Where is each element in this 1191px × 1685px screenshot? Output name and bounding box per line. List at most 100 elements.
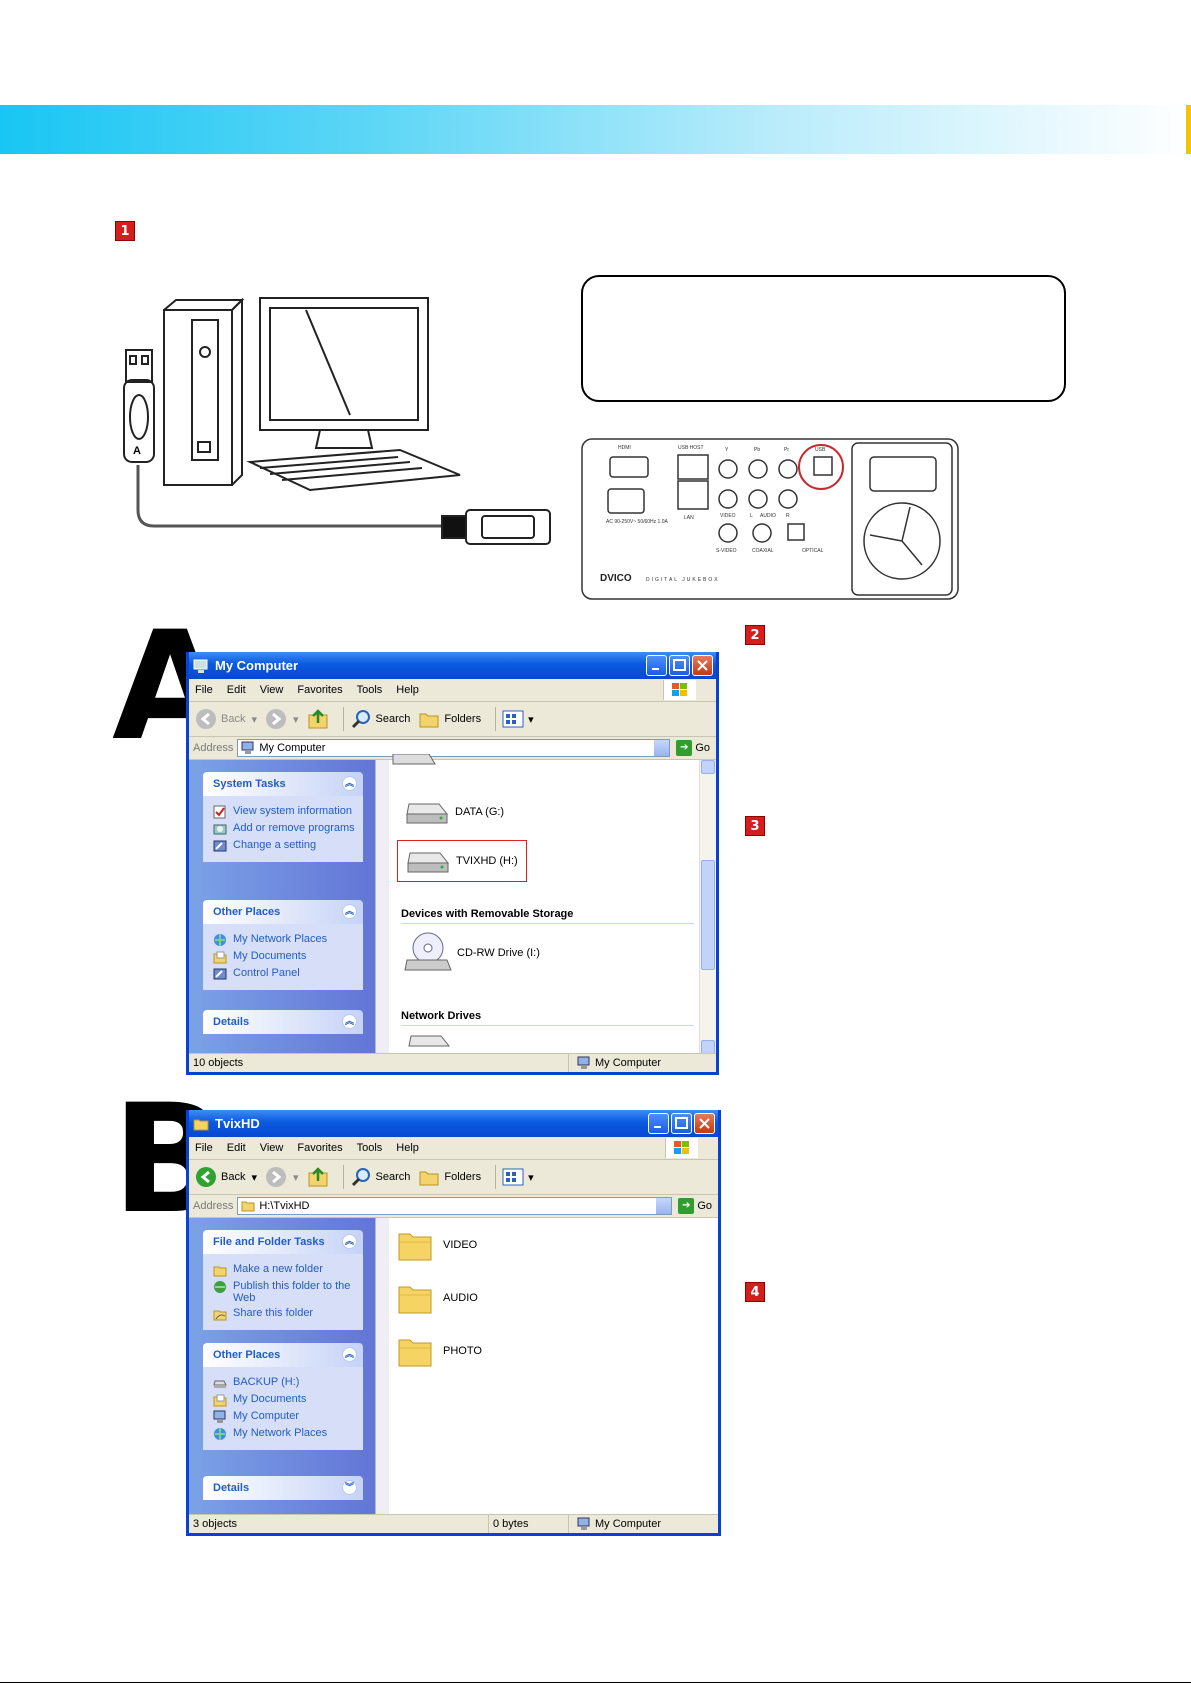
- menu-favorites[interactable]: Favorites: [297, 1142, 343, 1154]
- collapse-chevron-icon[interactable]: ︽: [342, 776, 357, 791]
- my-computer-icon: [213, 1410, 226, 1423]
- hard-drive-icon: [392, 754, 436, 765]
- maximize-button[interactable]: [671, 1113, 692, 1134]
- folder-video[interactable]: VIDEO: [397, 1228, 477, 1262]
- other-places-panel: Other Places ︽ My Network Places My Docu…: [203, 900, 363, 990]
- menu-edit[interactable]: Edit: [226, 684, 246, 696]
- close-button[interactable]: [692, 655, 713, 676]
- folders-button[interactable]: Folders: [418, 1166, 481, 1188]
- minimize-button[interactable]: [648, 1113, 669, 1134]
- up-folder-button[interactable]: [307, 1166, 329, 1188]
- drive-tvixhd-h[interactable]: TVIXHD (H:): [397, 840, 527, 882]
- menu-help[interactable]: Help: [396, 684, 419, 696]
- menu-view[interactable]: View: [259, 684, 284, 696]
- drive-data-g[interactable]: DATA (G:): [401, 796, 504, 828]
- vertical-scrollbar[interactable]: [699, 760, 716, 1054]
- add-remove-programs-link[interactable]: Add or remove programs: [213, 822, 363, 836]
- make-new-folder-link[interactable]: Make a new folder: [213, 1263, 363, 1277]
- file-folder-tasks-header[interactable]: File and Folder Tasks ︽: [203, 1230, 363, 1254]
- views-icon: [502, 710, 524, 728]
- pb-label: Pb: [754, 447, 760, 453]
- scroll-thumb[interactable]: [701, 860, 715, 970]
- status-bar: 3 objects 0 bytes My Computer: [189, 1514, 718, 1533]
- other-places-header[interactable]: Other Places ︽: [203, 1343, 363, 1367]
- menu-view[interactable]: View: [259, 1142, 284, 1154]
- menu-file[interactable]: File: [195, 684, 213, 696]
- address-dropdown-icon[interactable]: [656, 1198, 672, 1214]
- share-folder-link[interactable]: Share this folder: [213, 1307, 363, 1321]
- control-panel-link[interactable]: Control Panel: [213, 967, 363, 981]
- search-icon: [351, 710, 370, 729]
- task-pane-scrollbar[interactable]: [375, 760, 390, 1054]
- address-field[interactable]: H:\TvixHD: [237, 1197, 673, 1215]
- views-button[interactable]: ▾: [502, 709, 534, 729]
- collapse-chevron-icon[interactable]: ︽: [342, 904, 357, 919]
- my-documents-icon: [213, 1394, 227, 1407]
- go-button[interactable]: ➔ Go: [676, 740, 710, 756]
- my-computer-link[interactable]: My Computer: [213, 1410, 363, 1424]
- share-folder-icon: [213, 1310, 227, 1321]
- up-folder-icon: [308, 1167, 328, 1187]
- menu-help[interactable]: Help: [396, 1142, 419, 1154]
- forward-arrow-icon: [266, 1167, 286, 1187]
- back-button[interactable]: Back ▾: [195, 1166, 257, 1188]
- other-places-header[interactable]: Other Places ︽: [203, 900, 363, 924]
- close-button[interactable]: [694, 1113, 715, 1134]
- views-button[interactable]: ▾: [502, 1167, 534, 1187]
- menu-tools[interactable]: Tools: [356, 684, 383, 696]
- video-label: VIDEO: [720, 513, 736, 519]
- back-button[interactable]: Back ▾: [195, 708, 257, 730]
- forward-button[interactable]: ▾: [265, 1166, 299, 1188]
- expand-chevron-icon[interactable]: ︾: [342, 1480, 357, 1495]
- my-documents-link[interactable]: My Documents: [213, 950, 363, 964]
- title-bar[interactable]: My Computer: [189, 652, 716, 679]
- menu-edit[interactable]: Edit: [226, 1142, 246, 1154]
- header-banner: [0, 105, 1191, 154]
- my-network-places-link[interactable]: My Network Places: [213, 933, 363, 947]
- control-panel-icon: [213, 968, 227, 980]
- title-bar[interactable]: TvixHD: [189, 1110, 718, 1137]
- network-drive-partial[interactable]: [403, 1030, 453, 1048]
- search-button[interactable]: Search: [350, 708, 410, 730]
- toolbar-separator: [342, 707, 344, 731]
- windows-logo-icon: [663, 680, 696, 700]
- minimize-button[interactable]: [646, 655, 667, 676]
- drive-partially-visible[interactable]: [389, 754, 437, 770]
- backup-drive-link[interactable]: BACKUP (H:): [213, 1376, 363, 1390]
- scroll-up-arrow[interactable]: [701, 760, 715, 774]
- menu-favorites[interactable]: Favorites: [297, 684, 343, 696]
- up-folder-button[interactable]: [307, 708, 329, 730]
- collapse-chevron-icon[interactable]: ︽: [342, 1014, 357, 1029]
- my-documents-link[interactable]: My Documents: [213, 1393, 363, 1407]
- search-icon: [351, 1168, 370, 1187]
- view-system-info-link[interactable]: View system information: [213, 805, 363, 819]
- details-header[interactable]: Details ︽: [203, 1010, 363, 1034]
- folders-button[interactable]: Folders: [418, 708, 481, 730]
- menu-bar: File Edit View Favorites Tools Help: [189, 679, 716, 702]
- publish-folder-link[interactable]: Publish this folder to the Web: [213, 1280, 363, 1304]
- folder-photo[interactable]: PHOTO: [397, 1334, 482, 1368]
- system-tasks-header[interactable]: System Tasks ︽: [203, 772, 363, 796]
- details-header[interactable]: Details ︾: [203, 1476, 363, 1500]
- search-button[interactable]: Search: [350, 1166, 410, 1188]
- maximize-button[interactable]: [669, 655, 690, 676]
- task-pane-scrollbar[interactable]: [375, 1218, 390, 1515]
- pr-label: Pr: [784, 447, 789, 453]
- system-tasks-panel: System Tasks ︽ View system information A…: [203, 772, 363, 862]
- menu-tools[interactable]: Tools: [356, 1142, 383, 1154]
- address-dropdown-icon[interactable]: [654, 740, 670, 756]
- folder-audio[interactable]: AUDIO: [397, 1281, 478, 1315]
- scroll-down-arrow[interactable]: [701, 1040, 715, 1054]
- collapse-chevron-icon[interactable]: ︽: [342, 1347, 357, 1362]
- go-button[interactable]: ➔ Go: [678, 1198, 712, 1214]
- change-setting-link[interactable]: Change a setting: [213, 839, 363, 853]
- collapse-chevron-icon[interactable]: ︽: [342, 1234, 357, 1249]
- other-places-panel: Other Places ︽ BACKUP (H:) My Documents …: [203, 1343, 363, 1450]
- menu-file[interactable]: File: [195, 1142, 213, 1154]
- group-network-drives: Network Drives: [401, 1010, 694, 1026]
- forward-button[interactable]: ▾: [265, 708, 299, 730]
- drive-cdrw-i[interactable]: CD-RW Drive (I:): [403, 930, 540, 976]
- address-field[interactable]: My Computer: [237, 739, 671, 757]
- my-network-places-link[interactable]: My Network Places: [213, 1427, 363, 1441]
- system-info-icon: [213, 805, 226, 819]
